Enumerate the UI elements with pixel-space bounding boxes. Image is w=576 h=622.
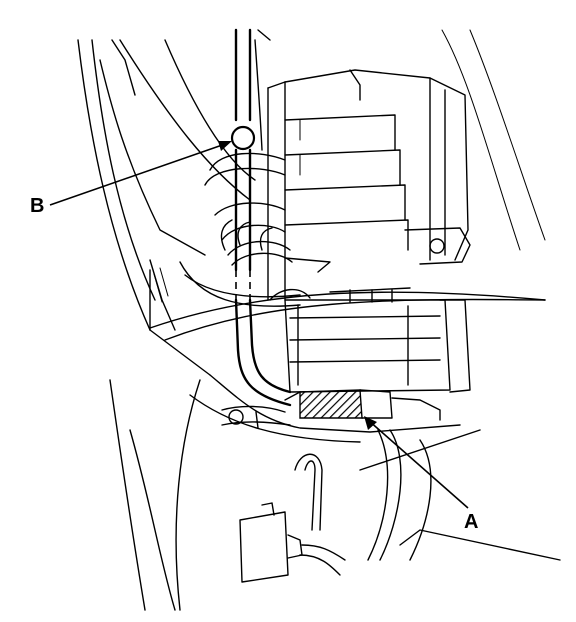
wire-loops bbox=[204, 152, 331, 273]
leader-line-b bbox=[49, 142, 229, 206]
control-unit-box bbox=[267, 69, 471, 393]
leader-line-a bbox=[367, 419, 469, 509]
arrowhead-b bbox=[218, 141, 232, 151]
wire-harness-b bbox=[230, 28, 292, 407]
callout-label-a: A bbox=[464, 511, 479, 533]
arrowhead-a bbox=[364, 416, 377, 430]
callout-label-b: B bbox=[30, 195, 45, 217]
leader-lines bbox=[49, 141, 469, 509]
connector-a bbox=[284, 389, 441, 421]
dash-trim-panel bbox=[149, 261, 546, 443]
lower-harness bbox=[221, 405, 561, 583]
pillar-trim-panel bbox=[77, 39, 211, 376]
